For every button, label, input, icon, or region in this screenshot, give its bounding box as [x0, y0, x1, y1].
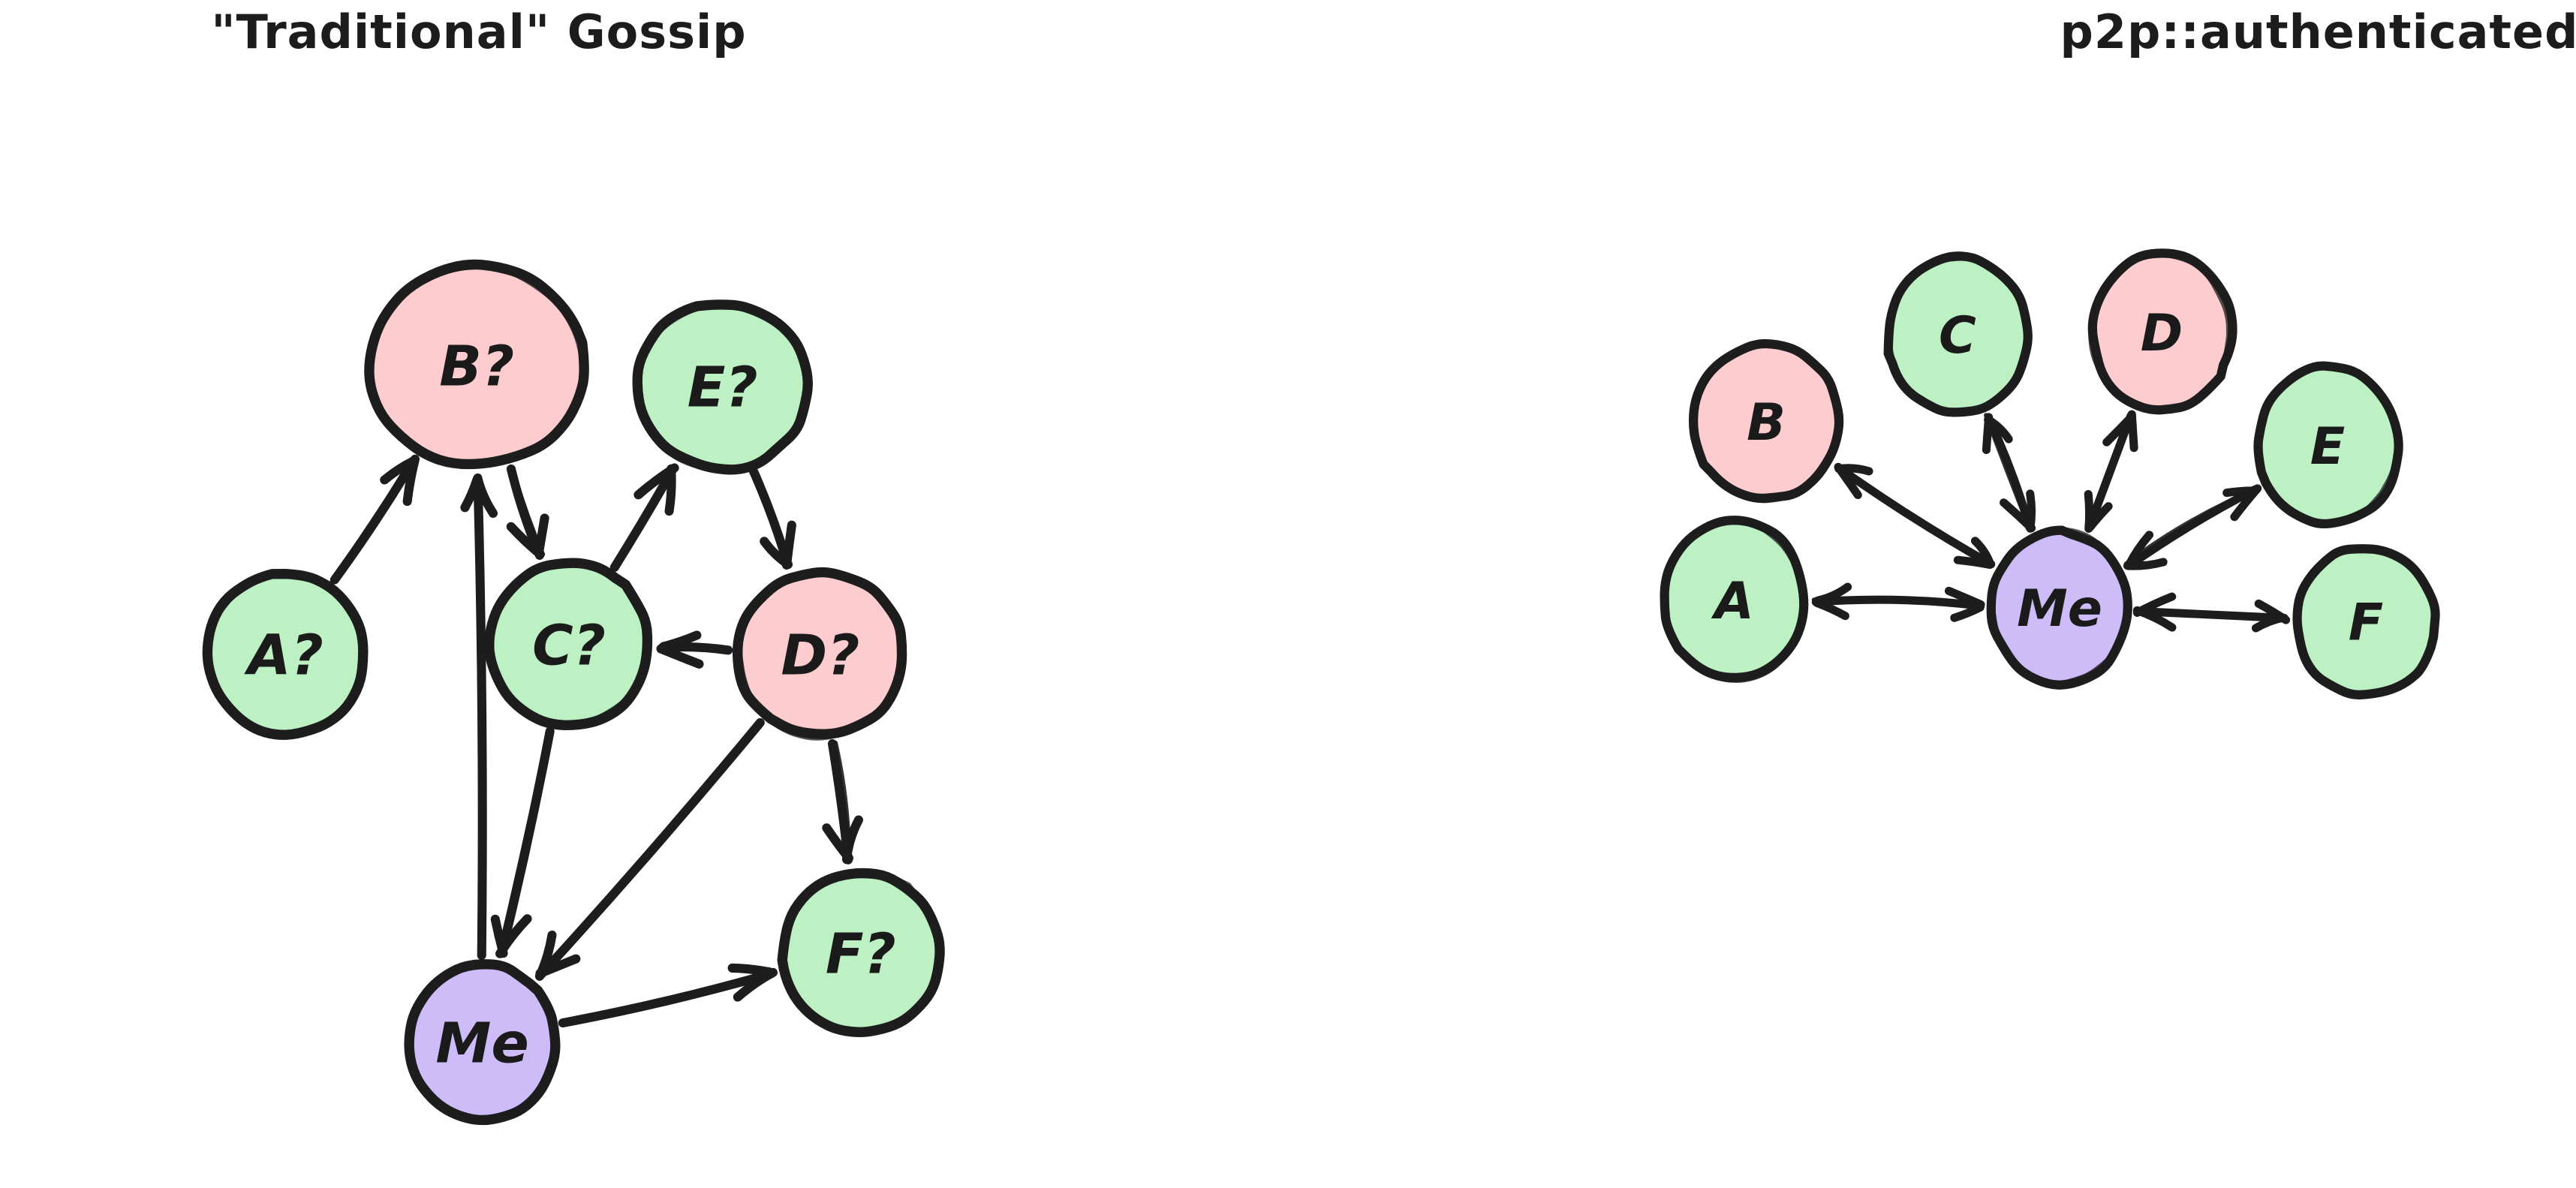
node-traditional-gossip-A[interactable]: A?: [202, 568, 369, 740]
edge-Me-to-B: [460, 473, 498, 961]
node-label-B: B?: [439, 334, 514, 399]
node-outline: [1660, 516, 1809, 683]
node-label-Me: Me: [435, 1011, 528, 1076]
edge-C-to-Me: [490, 726, 555, 958]
edge-Me-to-E: [2123, 484, 2262, 570]
node-outline-secondary: [635, 302, 809, 473]
node-traditional-gossip-Me[interactable]: Me: [404, 959, 561, 1126]
node-fill: [1887, 256, 2028, 412]
node-label-C: C?: [532, 613, 606, 678]
node-fill: [737, 570, 902, 735]
node-outline-secondary: [408, 964, 559, 1121]
node-outline-secondary: [2295, 545, 2439, 697]
node-label-A: A?: [244, 623, 324, 688]
node-fill: [781, 873, 940, 1035]
node-label-C: C: [1939, 306, 1976, 365]
edge-C-to-E: [609, 463, 679, 572]
node-p2p-authenticated-A[interactable]: A: [1660, 516, 1809, 683]
node-outline-secondary: [2088, 252, 2231, 414]
node-p2p-authenticated-E[interactable]: E: [2253, 361, 2403, 529]
node-fill: [2093, 253, 2231, 411]
node-fill: [1665, 519, 1804, 681]
edge-D-to-F: [822, 738, 863, 865]
graph-p2p-authenticated: B C D E A Me F: [1660, 248, 2440, 699]
panel-title-traditional-gossip: "Traditional" Gossip: [211, 5, 747, 59]
node-label-F: F: [2349, 594, 2383, 653]
node-p2p-authenticated-B[interactable]: B: [1688, 338, 1844, 504]
node-outline-secondary: [2257, 362, 2400, 525]
node-fill: [637, 304, 810, 469]
node-label-F: F?: [826, 922, 896, 987]
node-fill: [1693, 344, 1839, 500]
node-traditional-gossip-E[interactable]: E?: [632, 299, 813, 475]
node-traditional-gossip-C[interactable]: C?: [484, 558, 653, 730]
edge-Me-to-F: [558, 963, 778, 1028]
node-fill: [1989, 533, 2129, 684]
node-fill: [206, 573, 365, 735]
graph-traditional-gossip: B? E? A? C? D? Me F?: [202, 259, 945, 1126]
edge-E-to-D: [748, 468, 796, 570]
node-outline-secondary: [781, 868, 942, 1034]
node-traditional-gossip-D[interactable]: D?: [732, 567, 907, 741]
node-fill: [2295, 549, 2436, 696]
edge-Me-to-D: [2084, 410, 2138, 533]
node-outline-secondary: [738, 570, 906, 741]
edge-B-to-C: [506, 464, 549, 560]
node-label-A: A: [1711, 572, 1754, 631]
node-label-D: D: [2141, 304, 2183, 363]
edge-Me-to-F: [2132, 592, 2291, 633]
node-p2p-authenticated-C[interactable]: C: [1883, 251, 2033, 417]
edge-Me-to-C: [1982, 413, 2036, 533]
node-fill: [409, 966, 558, 1120]
node-outline-secondary: [367, 263, 586, 468]
node-outline-secondary: [1885, 257, 2031, 415]
node-p2p-authenticated-Me[interactable]: Me: [1986, 525, 2132, 690]
node-fill: [488, 563, 650, 725]
node-fill: [2259, 367, 2397, 526]
edge-D-to-Me: [534, 717, 765, 981]
node-p2p-authenticated-F[interactable]: F: [2292, 544, 2440, 699]
node-traditional-gossip-B[interactable]: B?: [364, 259, 589, 470]
node-p2p-authenticated-D[interactable]: D: [2087, 248, 2237, 415]
edge-D-to-C: [656, 630, 733, 669]
node-label-B: B: [1747, 393, 1786, 453]
node-label-D: D?: [781, 623, 859, 688]
node-outline-secondary: [1991, 527, 2130, 685]
node-outline-secondary: [1661, 519, 1804, 683]
edge-Me-to-B: [1834, 462, 1996, 570]
node-label-E: E?: [688, 354, 758, 420]
node-outline-secondary: [203, 572, 366, 735]
node-label-E: E: [2310, 417, 2345, 477]
node-label-Me: Me: [2017, 579, 2102, 639]
node-outline-secondary: [1693, 342, 1839, 504]
edge-A-to-B: [330, 454, 420, 585]
edge-Me-to-A: [1811, 582, 1985, 622]
panel-traditional-gossip: "Traditional" Gossip B? E? A? C? D? Me F?: [202, 5, 945, 1126]
node-traditional-gossip-F[interactable]: F?: [777, 868, 945, 1037]
node-fill: [369, 266, 586, 465]
panel-title-p2p-authenticated: p2p::authenticated: [2060, 5, 2576, 59]
node-outline-secondary: [488, 562, 652, 726]
